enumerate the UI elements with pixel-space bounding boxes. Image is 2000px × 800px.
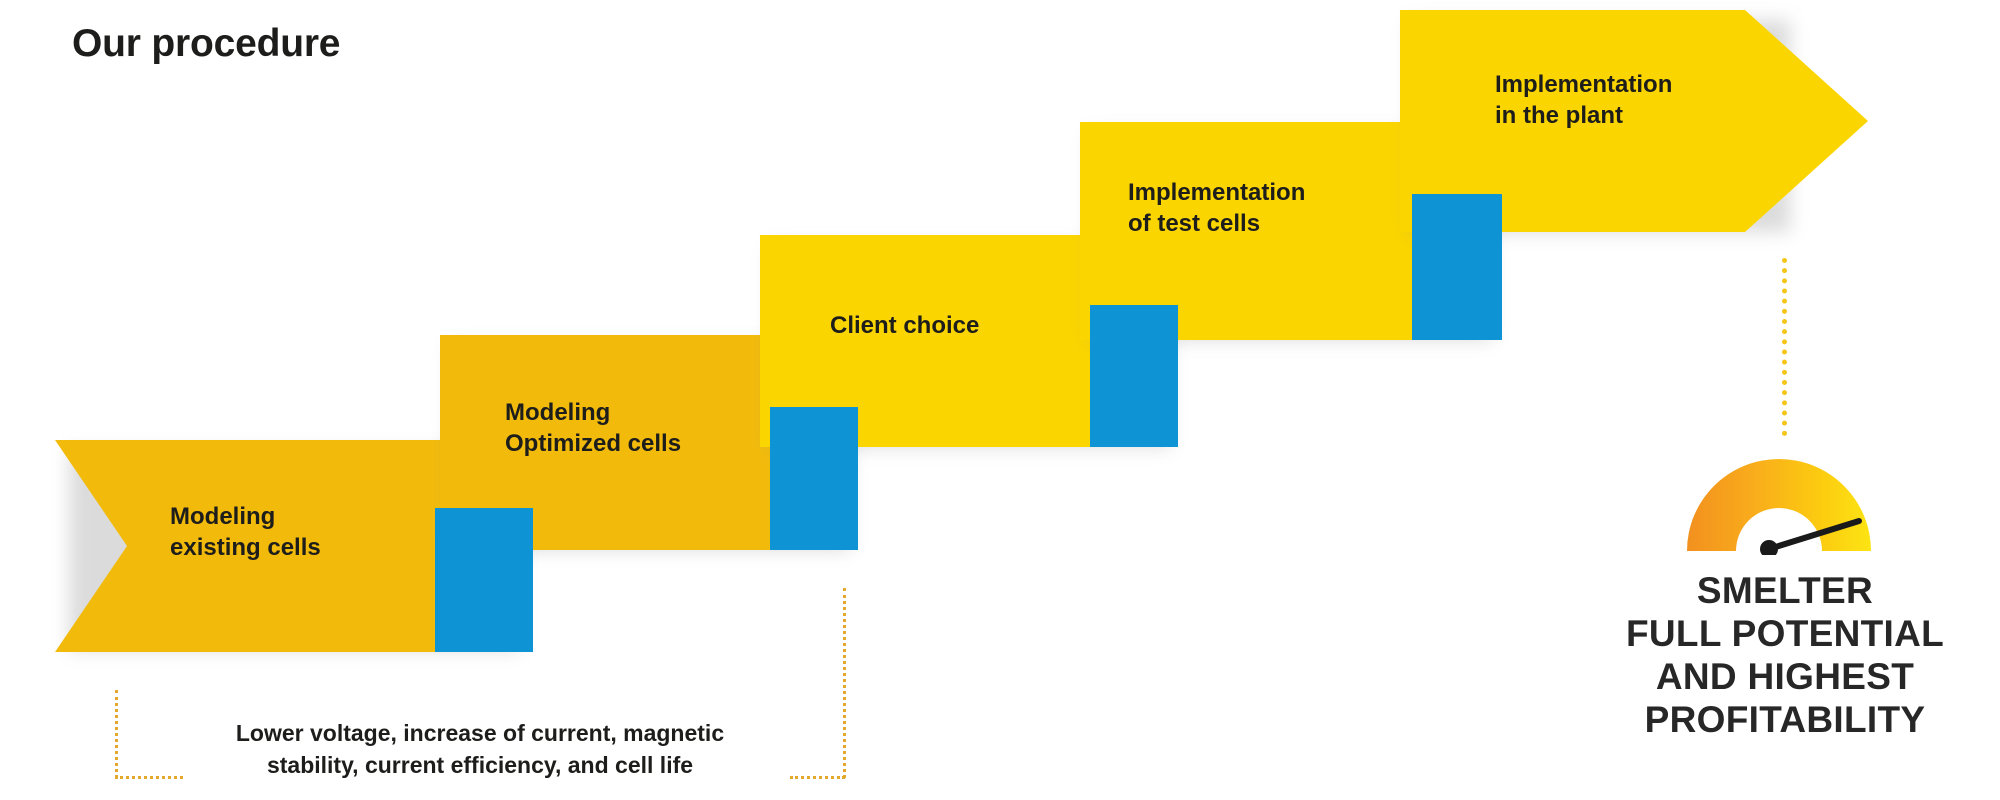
step-1[interactable]: Modeling existing cells	[55, 440, 535, 652]
step-2[interactable]: Modeling Optimized cells	[440, 335, 860, 550]
step-2-label: Modeling Optimized cells	[505, 399, 682, 457]
step-4-blue-accent	[1412, 194, 1502, 340]
step-2-blue-accent	[770, 407, 858, 550]
gauge-meter-icon	[1683, 455, 1883, 558]
step-3-blue-accent	[1090, 305, 1178, 447]
step-3-shape	[760, 235, 1170, 447]
step-5-shape	[1400, 10, 1868, 232]
step-5-label: Implementation in the plant	[1495, 71, 1673, 129]
step-3[interactable]: Client choice	[760, 235, 1180, 447]
step-1-blue-accent	[435, 508, 533, 652]
step-3-label: Client choice	[830, 312, 980, 339]
step-4[interactable]: Implementation of test cells	[1080, 122, 1505, 340]
callout-text: Lower voltage, increase of current, magn…	[235, 720, 725, 778]
callout-frame-left	[115, 690, 118, 778]
step-4-label: Implementation of test cells	[1128, 179, 1306, 237]
callout-frame-right	[843, 588, 846, 778]
step-4-shape	[1080, 122, 1492, 340]
step-1-shape	[55, 440, 525, 652]
step-2-shape	[440, 335, 850, 550]
step-5[interactable]: Implementation in the plant	[1400, 10, 1870, 232]
step-1-label: Modeling existing cells	[170, 503, 321, 561]
callout-frame-bottom-right	[790, 776, 845, 779]
outcome-connector-dotted-line	[1782, 258, 1787, 436]
outcome-text: SMELTER FULL POTENTIAL AND HIGHEST PROFI…	[1626, 570, 1944, 740]
callout-frame-bottom-left	[115, 776, 183, 779]
gauge-svg	[1687, 459, 1871, 558]
page-title: Our procedure	[72, 22, 341, 65]
